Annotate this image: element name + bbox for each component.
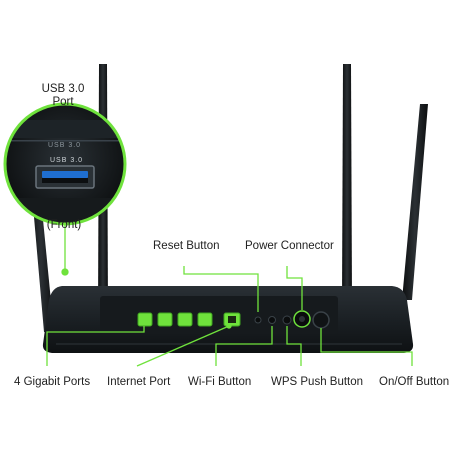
wifi-button bbox=[268, 316, 276, 324]
callout-text-main: USB 3.0 bbox=[50, 157, 84, 164]
label-internet-port: Internet Port bbox=[107, 376, 171, 388]
ethernet-port-icon bbox=[197, 312, 213, 327]
ethernet-port-icon bbox=[177, 312, 193, 327]
onoff-button bbox=[312, 311, 330, 329]
antenna-right-outer bbox=[402, 104, 428, 300]
reset-button bbox=[254, 316, 262, 324]
label-power-connector: Power Connector bbox=[245, 240, 334, 252]
callout-text-top: USB 3.0 bbox=[48, 142, 82, 149]
ethernet-port-icon bbox=[137, 312, 153, 327]
wps-button bbox=[282, 315, 292, 325]
label-wifi-button: Wi-Fi Button bbox=[188, 376, 252, 388]
antenna-right-inner bbox=[342, 64, 352, 306]
label-onoff-button: On/Off Button bbox=[379, 376, 450, 388]
ethernet-ports bbox=[137, 312, 241, 327]
label-wps-button: WPS Push Button bbox=[271, 376, 364, 388]
label-front: (Front) bbox=[46, 219, 82, 231]
leader-lines bbox=[46, 224, 413, 367]
ethernet-port-icon bbox=[157, 312, 173, 327]
label-gigabit-ports: 4 Gigabit Ports bbox=[14, 376, 91, 388]
label-reset-button: Reset Button bbox=[153, 240, 220, 252]
label-usb-port: USB 3.0 Port bbox=[41, 83, 85, 108]
